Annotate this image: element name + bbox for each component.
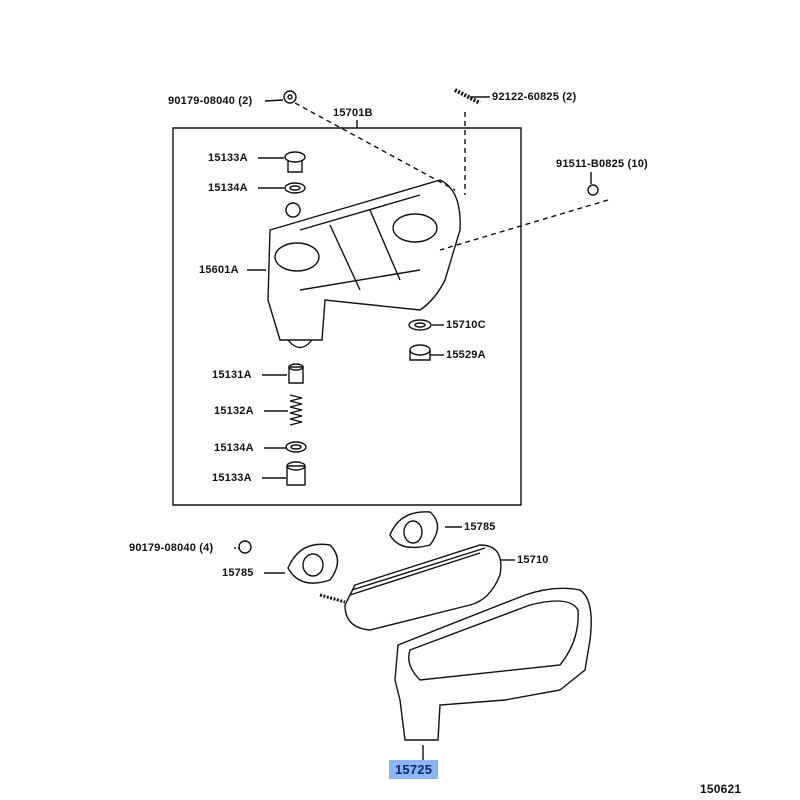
- label-spring: 15132A: [214, 405, 254, 417]
- assembly-box: [172, 127, 522, 506]
- cooler-element-drawing: [319, 544, 502, 631]
- label-gasket-right: 15710C: [446, 319, 486, 331]
- label-cooler-element: 15710: [517, 554, 549, 566]
- label-plug-bottom: 15133A: [212, 472, 252, 484]
- gasket-upper-drawing: [389, 511, 439, 549]
- label-gasket-bottom: 15134A: [214, 442, 254, 454]
- label-gasket-upper: 15785: [464, 521, 496, 533]
- gasket-left-drawing: [287, 543, 339, 584]
- label-cover-gasket-highlighted[interactable]: 15725: [389, 760, 439, 779]
- figure-number: 150621: [700, 782, 742, 796]
- small-parts: [238, 88, 599, 554]
- label-plug-right: 15529A: [446, 349, 486, 361]
- label-stud: 92122-60825 (2): [492, 91, 577, 103]
- label-valve: 15131A: [212, 369, 252, 381]
- label-plug-top: 15133A: [208, 152, 248, 164]
- cover-gasket-drawing: [394, 587, 592, 741]
- label-bolt-top: 90179-08040 (2): [168, 95, 253, 107]
- label-gasket-left: 15785: [222, 567, 254, 579]
- label-assembly: 15701B: [333, 107, 373, 119]
- label-cover: 15601A: [199, 264, 239, 276]
- label-bolt-lower: 90179-08040 (4): [129, 542, 214, 554]
- label-gasket-top: 15134A: [208, 182, 248, 194]
- label-nut: 91511-B0825 (10): [556, 158, 648, 170]
- cover-drawing: [267, 179, 461, 349]
